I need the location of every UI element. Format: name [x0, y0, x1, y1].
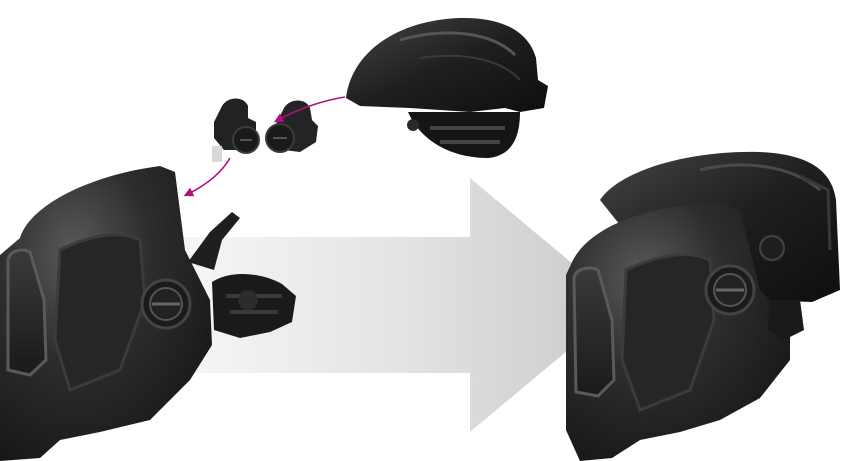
curved-magenta-arrows-icon: [188, 97, 345, 194]
hard-hat-icon: [346, 18, 548, 158]
welding-helmet-with-headgear-icon: [0, 166, 296, 461]
welding-helmet-with-hard-hat-icon: [566, 152, 840, 461]
